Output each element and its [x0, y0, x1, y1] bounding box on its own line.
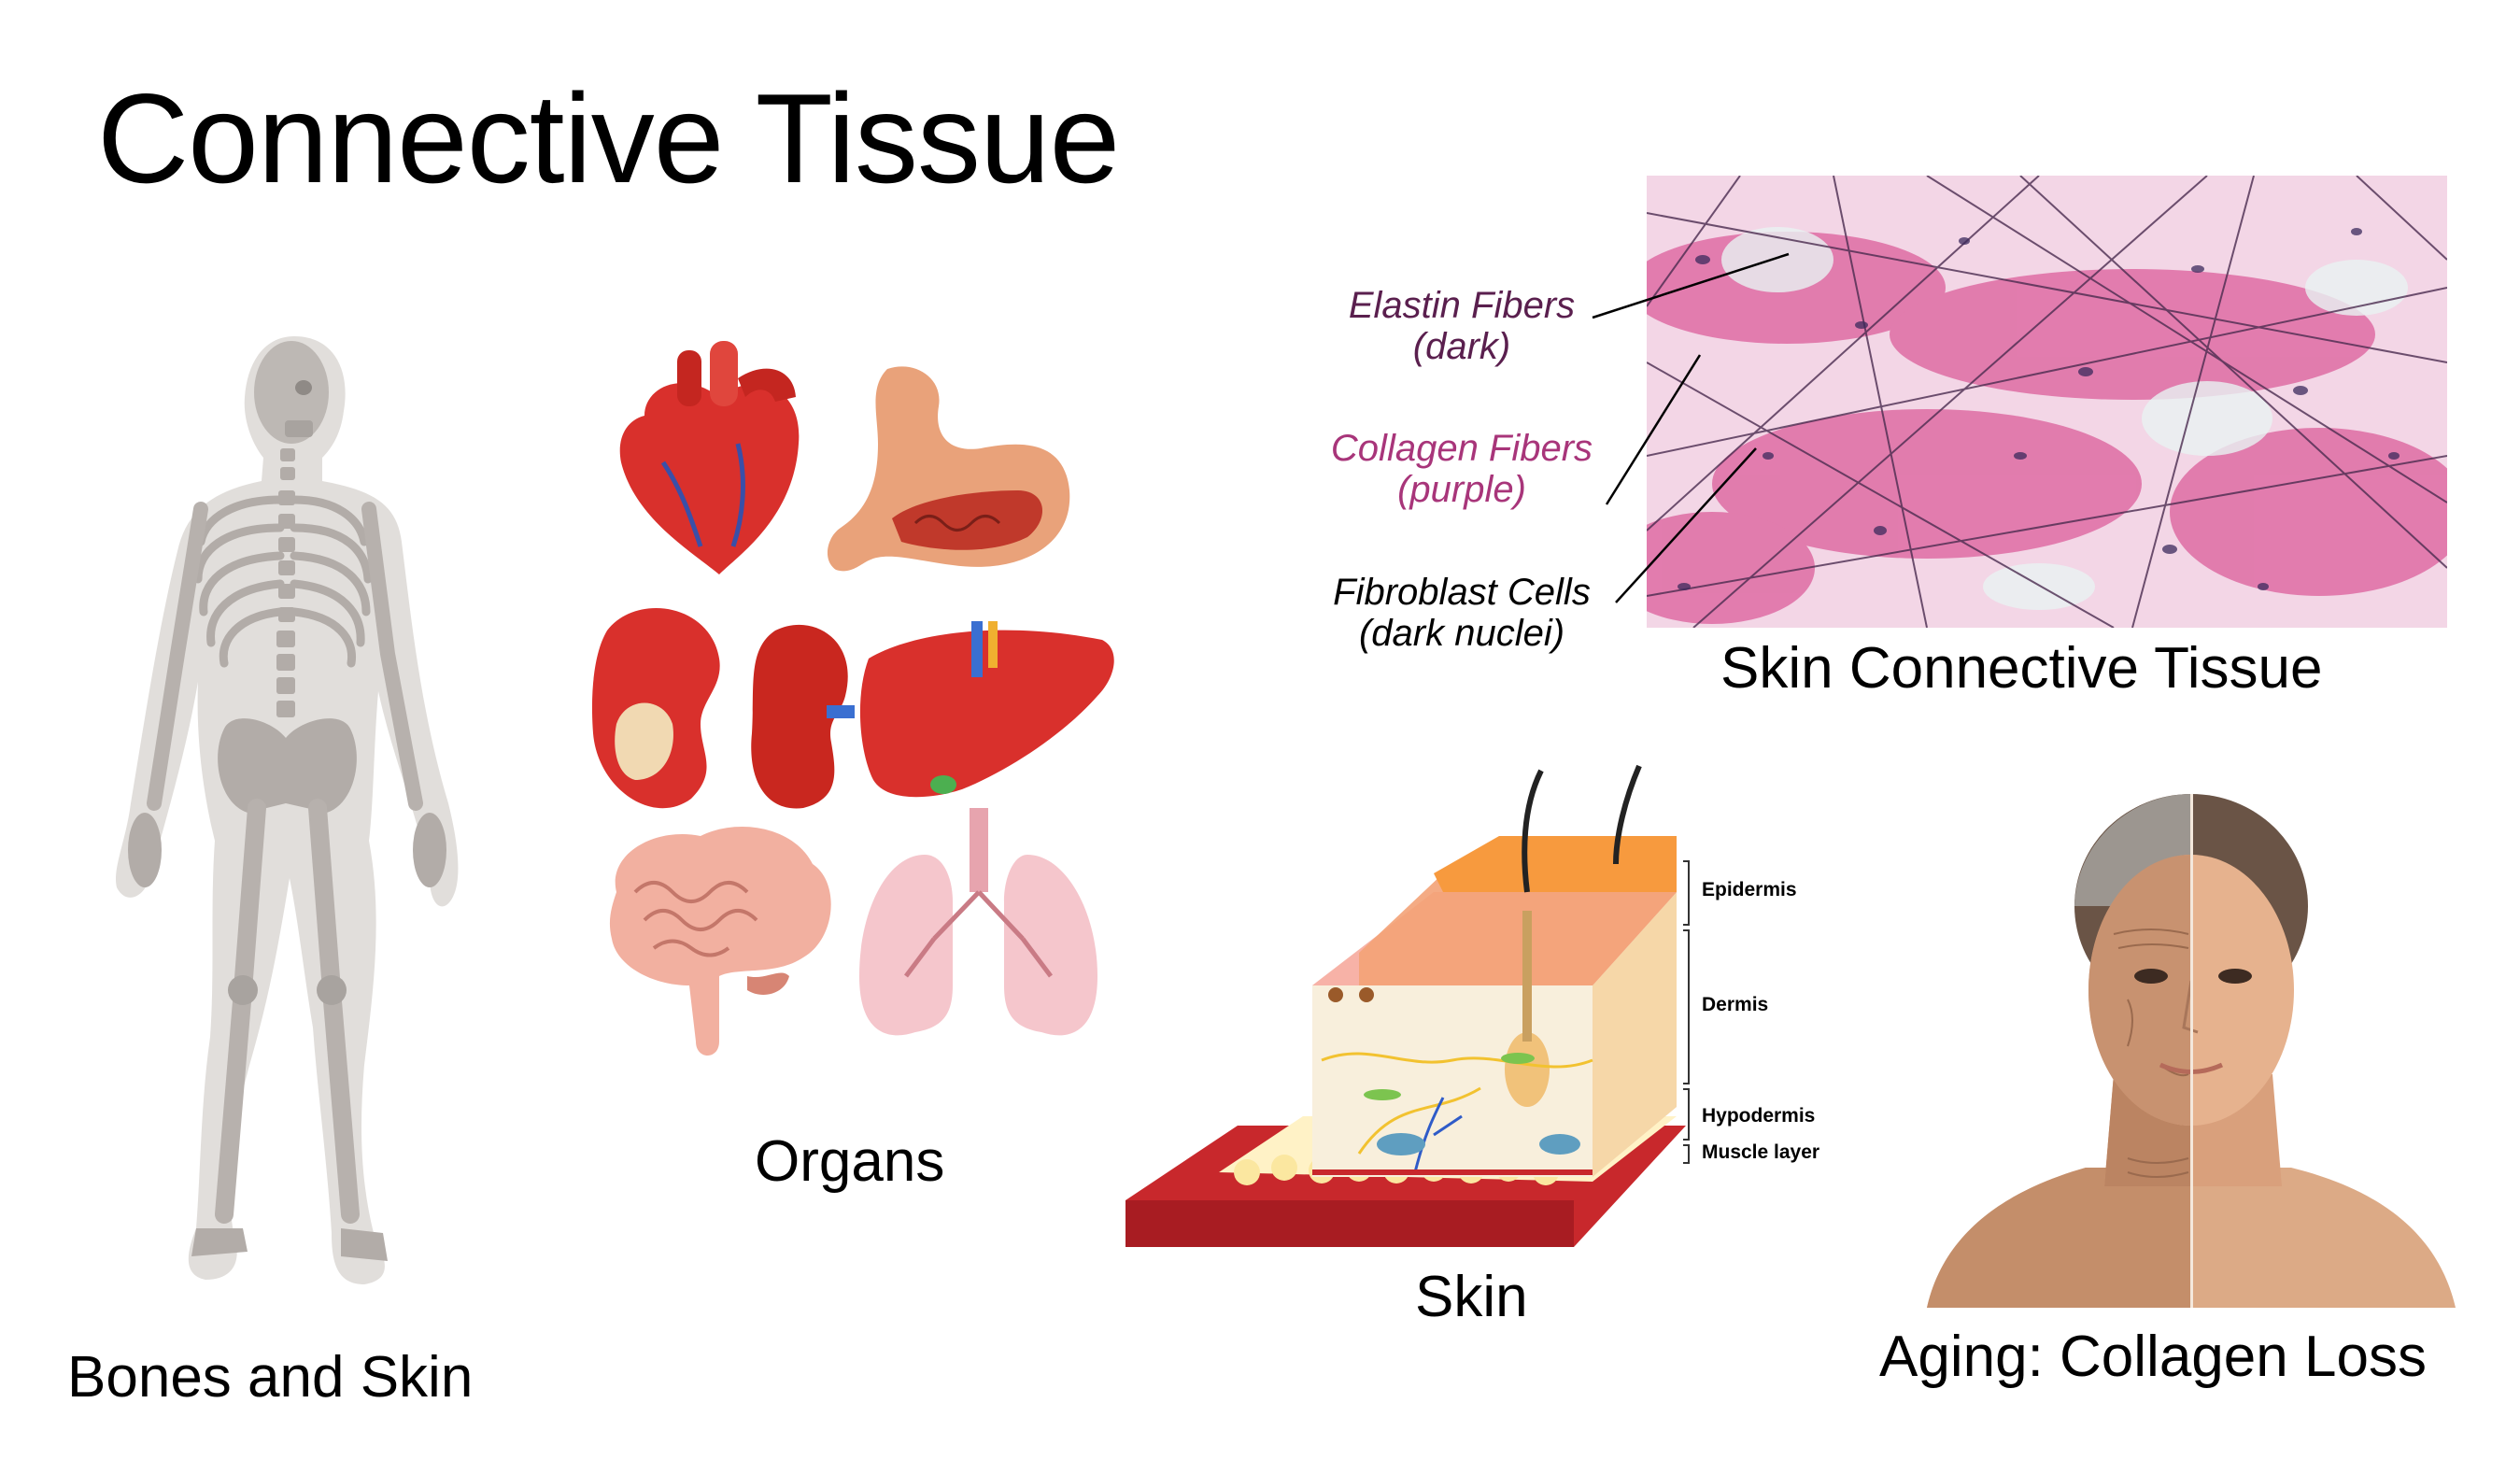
elastin-label-line2: (dark) [1412, 326, 1511, 367]
skin-cross-section [1126, 764, 1686, 1247]
organs-caption: Organs [755, 1129, 945, 1194]
page-title: Connective Tissue [97, 67, 1120, 209]
organs-illustration [591, 341, 1114, 1056]
histology-micrograph [1647, 176, 2447, 628]
skin-label-muscle: Muscle layer [1702, 1141, 1820, 1163]
collagen-label-line2: (purple) [1397, 469, 1526, 510]
stomach-icon [827, 366, 1070, 572]
collagen-label: Collagen Fibers (purple) [1317, 428, 1607, 510]
histology-leader-lines [1592, 252, 1790, 603]
fibroblast-label-line2: (dark nuclei) [1358, 613, 1565, 654]
skin-label-hypodermis: Hypodermis [1702, 1105, 1816, 1127]
aging-caption: Aging: Collagen Loss [1879, 1325, 2427, 1389]
skin-label-dermis: Dermis [1702, 994, 1769, 1015]
kidney-icon [591, 608, 855, 809]
lungs-icon [859, 808, 1097, 1036]
liver-icon [859, 621, 1114, 798]
skin-caption: Skin [1415, 1265, 1528, 1329]
skin-layer-brackets [1683, 860, 1690, 1164]
fibroblast-label: Fibroblast Cells (dark nuclei) [1317, 572, 1607, 654]
fibroblast-label-line1: Fibroblast Cells [1333, 572, 1591, 613]
elastin-label: Elastin Fibers (dark) [1326, 285, 1597, 367]
collagen-label-line1: Collagen Fibers [1330, 428, 1593, 469]
heart-icon [619, 341, 800, 574]
skeleton-illustration [115, 336, 459, 1284]
brain-icon [609, 827, 831, 1056]
elastin-label-line1: Elastin Fibers [1348, 285, 1576, 326]
histology-caption: Skin Connective Tissue [1720, 636, 2323, 701]
aging-face-portrait [1927, 794, 2456, 1308]
skin-label-epidermis: Epidermis [1702, 879, 1797, 900]
skeleton-caption: Bones and Skin [67, 1345, 474, 1410]
